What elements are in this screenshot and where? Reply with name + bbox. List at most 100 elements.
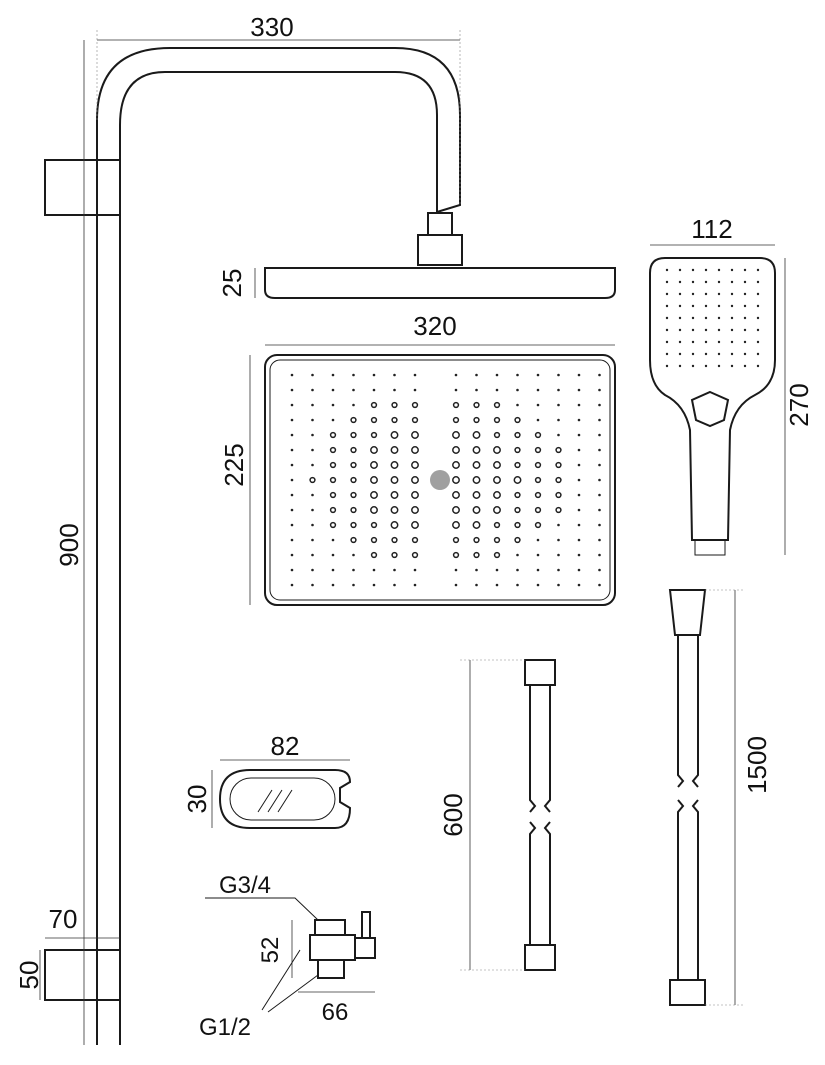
nozzle — [495, 583, 499, 587]
nozzle — [329, 461, 337, 469]
nozzle — [472, 461, 481, 469]
nozzle — [493, 491, 501, 499]
nozzle — [555, 476, 562, 484]
hand-nozzle — [691, 280, 695, 284]
nozzle — [557, 388, 560, 392]
nozzle — [352, 373, 355, 377]
hand-nozzle — [730, 352, 734, 356]
nozzle — [390, 491, 399, 499]
bracket-width-label: 70 — [49, 904, 78, 934]
nozzle — [514, 536, 521, 544]
nozzle — [370, 551, 378, 559]
nozzle — [311, 403, 314, 407]
nozzle — [413, 373, 417, 377]
nozzle — [411, 521, 419, 529]
nozzle — [290, 568, 294, 572]
hand-nozzle — [743, 292, 747, 296]
nozzle — [555, 446, 562, 454]
nozzle — [452, 416, 460, 424]
nozzle — [331, 403, 335, 407]
hand-nozzle — [691, 292, 695, 296]
hand-nozzle — [730, 292, 734, 296]
hand-nozzle — [717, 280, 721, 284]
hand-nozzle — [756, 352, 760, 356]
nozzle — [454, 388, 458, 392]
nozzle — [329, 491, 337, 499]
nozzle — [372, 568, 376, 572]
nozzle — [513, 476, 522, 484]
nozzle — [598, 433, 601, 437]
nozzle — [311, 418, 314, 422]
nozzle — [493, 536, 501, 544]
nozzle — [514, 461, 521, 469]
nozzle — [370, 416, 378, 424]
hand-nozzle — [730, 340, 734, 344]
nozzle — [452, 476, 460, 484]
arm-length-label: 330 — [250, 12, 293, 42]
nozzle — [411, 536, 419, 544]
nozzle — [290, 448, 294, 452]
hand-nozzle — [756, 316, 760, 320]
nozzle — [391, 416, 398, 424]
hand-nozzle — [743, 280, 747, 284]
nozzle — [350, 521, 357, 529]
hand-nozzle — [665, 292, 669, 296]
hand-nozzle — [691, 364, 695, 368]
nozzle — [577, 583, 581, 587]
nozzle — [329, 506, 337, 514]
nozzle — [311, 373, 314, 377]
nozzle — [577, 373, 581, 377]
nozzle — [577, 508, 581, 512]
nozzle — [413, 568, 417, 572]
nozzle — [514, 416, 521, 424]
nozzle — [411, 446, 419, 454]
nozzle — [290, 433, 294, 437]
nozzle — [352, 388, 355, 392]
hand-nozzle — [665, 328, 669, 332]
nozzle — [577, 553, 581, 557]
nozzle — [454, 568, 458, 572]
nozzle — [598, 523, 601, 527]
nozzle — [516, 568, 519, 572]
nozzle — [536, 388, 540, 392]
nozzle — [452, 461, 460, 469]
hand-nozzle — [756, 340, 760, 344]
hand-nozzle — [743, 364, 747, 368]
showerhead-top-view: 320 225 — [219, 311, 616, 606]
nozzle — [598, 553, 601, 557]
nozzle — [352, 403, 355, 407]
handshower-nozzles — [665, 268, 760, 368]
nozzle — [557, 523, 560, 527]
soap-dish-width-label: 82 — [271, 731, 300, 761]
hand-nozzle — [717, 364, 721, 368]
nozzle — [290, 523, 294, 527]
nozzle — [452, 506, 460, 514]
nozzle — [311, 433, 314, 437]
nozzle — [311, 463, 314, 467]
nozzle — [331, 373, 335, 377]
nozzle — [370, 536, 378, 544]
nozzle — [350, 476, 357, 484]
nozzle — [390, 476, 399, 484]
hand-nozzle — [756, 304, 760, 308]
nozzle — [331, 568, 335, 572]
nozzle — [329, 476, 337, 484]
hand-nozzle — [665, 364, 669, 368]
hand-nozzle — [730, 364, 734, 368]
nozzle — [331, 388, 335, 392]
rail-height-label: 900 — [54, 523, 84, 566]
nozzle — [331, 418, 335, 422]
nozzle — [495, 388, 499, 392]
nozzle — [452, 551, 460, 559]
nozzle — [411, 401, 419, 409]
nozzle — [290, 388, 294, 392]
nozzle — [370, 446, 378, 454]
nozzle — [514, 506, 521, 514]
nozzle — [555, 506, 562, 514]
nozzle — [290, 373, 294, 377]
hand-nozzle — [704, 352, 708, 356]
hand-nozzle — [704, 292, 708, 296]
nozzle — [331, 538, 335, 542]
nozzle — [290, 553, 294, 557]
nozzle — [370, 401, 378, 409]
